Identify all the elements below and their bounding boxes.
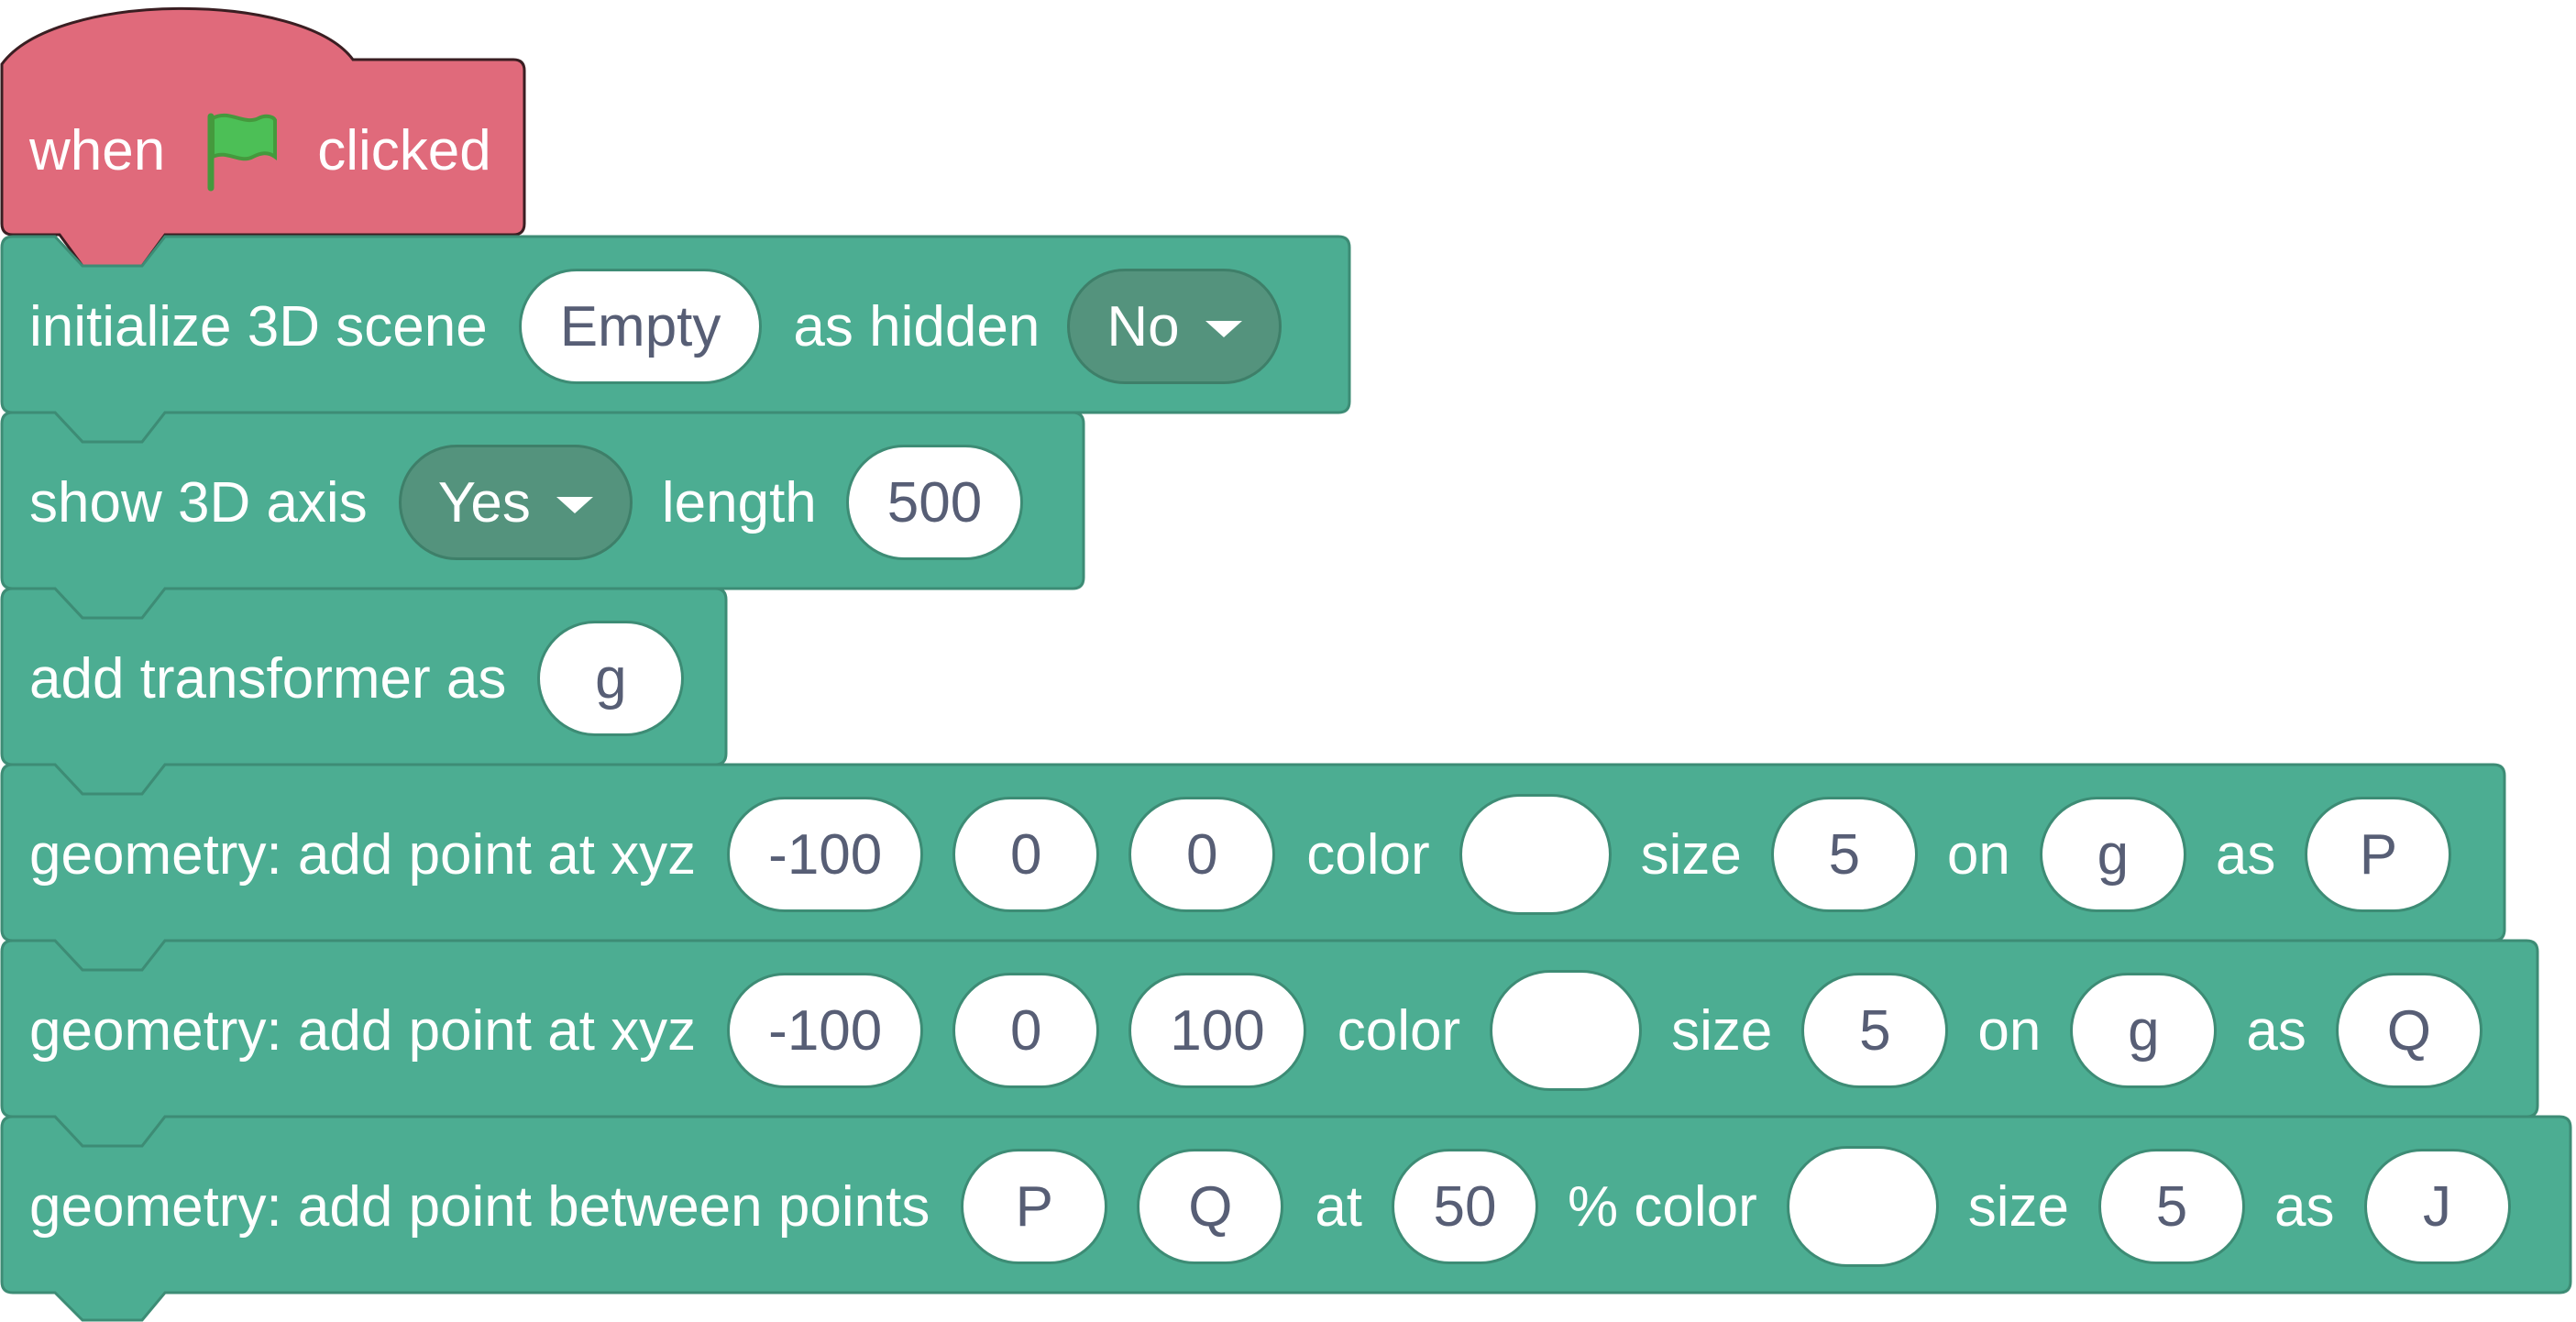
z-input[interactable]: 100 [1128, 973, 1306, 1088]
as-hidden-label: as hidden [793, 294, 1040, 358]
x-input[interactable]: -100 [727, 973, 924, 1088]
color-swatch[interactable] [1459, 794, 1612, 915]
initialize-3d-scene-block[interactable]: initialize 3D scene Empty as hidden No [0, 238, 1282, 414]
add-transformer-block[interactable]: add transformer as g [0, 590, 685, 766]
length-label: length [661, 470, 817, 534]
on-input[interactable]: g [2039, 797, 2186, 912]
when-flag-clicked-hat[interactable]: when clicked [0, 62, 491, 238]
size-label: size [1967, 1174, 2070, 1239]
on-label: on [1946, 822, 2010, 887]
on-label: on [1977, 998, 2042, 1063]
size-label: size [1640, 822, 1742, 887]
as-label: as [2246, 998, 2306, 1063]
add-point-block-p[interactable]: geometry: add point at xyz -100 0 0 colo… [0, 766, 2452, 942]
as-label: as [2274, 1174, 2335, 1239]
color-swatch[interactable] [1490, 970, 1643, 1091]
green-flag-icon [202, 109, 281, 192]
color-swatch[interactable] [1786, 1146, 1939, 1267]
show-3d-axis-block[interactable]: show 3D axis Yes length 500 [0, 414, 1024, 590]
block-label: add transformer as [29, 646, 507, 711]
block-label: initialize 3D scene [29, 294, 488, 358]
percent-color-label: % color [1568, 1174, 1757, 1239]
clicked-label: clicked [317, 118, 491, 182]
block-label: show 3D axis [29, 470, 368, 534]
at-label: at [1315, 1174, 1363, 1239]
color-label: color [1337, 998, 1461, 1063]
x-input[interactable]: -100 [727, 797, 924, 912]
y-input[interactable]: 0 [952, 973, 1100, 1088]
transformer-name-input[interactable]: g [537, 621, 685, 736]
add-point-block-q[interactable]: geometry: add point at xyz -100 0 100 co… [0, 942, 2482, 1118]
block-shape-point-between[interactable] [0, 1115, 2572, 1322]
z-input[interactable]: 0 [1128, 797, 1276, 912]
y-input[interactable]: 0 [952, 797, 1100, 912]
point2-input[interactable]: Q [1137, 1149, 1284, 1264]
show-axis-dropdown[interactable]: Yes [398, 445, 633, 560]
as-input[interactable]: P [2305, 797, 2452, 912]
add-point-between-block[interactable]: geometry: add point between points P Q a… [0, 1118, 2511, 1294]
length-input[interactable]: 500 [845, 445, 1024, 560]
as-input[interactable]: Q [2335, 973, 2482, 1088]
size-label: size [1671, 998, 1773, 1063]
chevron-down-icon [1205, 321, 1242, 337]
as-label: as [2215, 822, 2276, 887]
color-label: color [1306, 822, 1430, 887]
size-input[interactable]: 5 [2098, 1149, 2246, 1264]
block-label: geometry: add point at xyz [29, 998, 697, 1063]
hidden-value: No [1106, 294, 1180, 358]
when-label: when [29, 118, 166, 182]
point1-input[interactable]: P [961, 1149, 1108, 1264]
as-input[interactable]: J [2363, 1149, 2511, 1264]
block-label: geometry: add point at xyz [29, 822, 697, 887]
chevron-down-icon [556, 497, 593, 513]
scene-input[interactable]: Empty [518, 269, 763, 384]
percent-input[interactable]: 50 [1392, 1149, 1539, 1264]
size-input[interactable]: 5 [1801, 973, 1949, 1088]
on-input[interactable]: g [2070, 973, 2218, 1088]
show-axis-value: Yes [437, 470, 531, 534]
hidden-dropdown[interactable]: No [1067, 269, 1282, 384]
size-input[interactable]: 5 [1770, 797, 1918, 912]
block-label: geometry: add point between points [29, 1174, 930, 1239]
